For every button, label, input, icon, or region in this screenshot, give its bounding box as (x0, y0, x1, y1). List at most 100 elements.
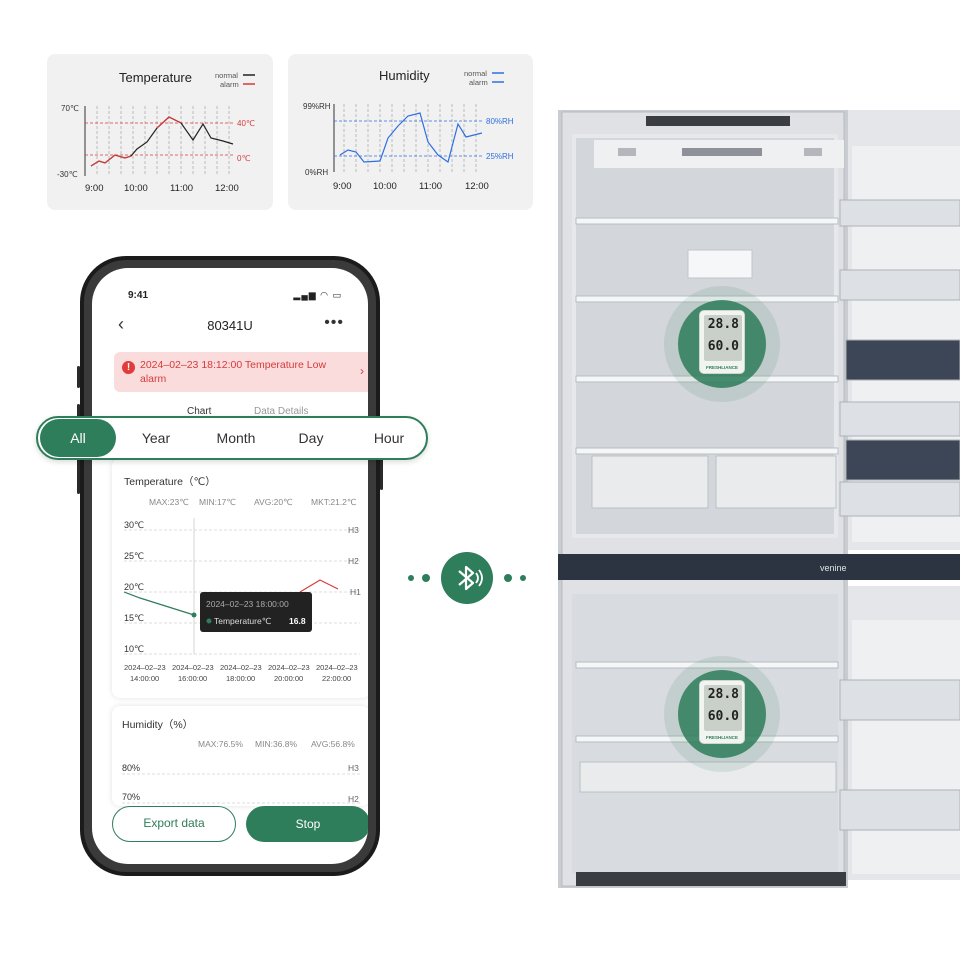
chevron-right-icon: › (360, 364, 364, 378)
time-range-selector: All Year Month Day Hour (36, 416, 428, 460)
more-icon[interactable]: ••• (324, 314, 344, 331)
mini-temp-title: Temperature (119, 70, 192, 85)
mini-temp-y-top: 70℃ (61, 104, 79, 113)
temp-x-date-1: 2024–02–23 (172, 663, 214, 672)
bt-dot-left-outer (408, 575, 414, 581)
mini-hum-x-label-2: 11:00 (419, 181, 442, 192)
sensor-device-bottom: 28.8 60.0 FRESHLIANCE (699, 680, 745, 744)
back-icon[interactable]: ‹ (118, 314, 124, 334)
temp-selected-point[interactable] (191, 612, 197, 618)
hum-y-label-70: 70% (122, 792, 140, 802)
mini-temp-gridlines (96, 106, 230, 176)
temp-y-label-10: 10℃ (124, 644, 144, 654)
mini-temp-legend-normal: normal (215, 71, 238, 80)
bluetooth-icon (441, 552, 493, 604)
fridge-crisper-left (591, 455, 709, 509)
temp-stat-min: MIN:17℃ (199, 497, 236, 507)
temp-stat-mkt: MKT:21.2℃ (311, 497, 357, 507)
temp-y-label-20: 20℃ (124, 582, 144, 592)
sensor-top-lcd: 28.8 60.0 (704, 315, 742, 361)
bluetooth-glyph (458, 565, 483, 591)
mini-temp-alarm-segment-low (90, 154, 132, 167)
mini-hum-legend-alarm: alarm (469, 78, 488, 87)
mini-hum-alarm-low-label: 25%RH (486, 152, 514, 161)
temp-x-time-1: 16:00:00 (178, 674, 207, 683)
sensor-top-hum: 60.0 (707, 339, 739, 354)
stop-button[interactable]: Stop (246, 806, 368, 842)
temp-normal-series (123, 591, 195, 616)
mini-hum-y-bottom: 0%RH (305, 168, 328, 177)
mini-hum-gridlines (343, 104, 477, 172)
mini-hum-legend-normal: normal (464, 69, 487, 78)
phone-mute-switch (77, 366, 80, 388)
export-data-button[interactable]: Export data (112, 806, 236, 842)
alarm-banner[interactable]: ! 2024–02–23 18:12:00 Temperature Low al… (114, 352, 368, 392)
temp-panel-title: Temperature（℃） (124, 476, 216, 488)
mini-hum-title: Humidity (379, 68, 430, 83)
tooltip-label: Temperature℃ (214, 616, 272, 626)
range-option-year[interactable]: Year (141, 430, 171, 446)
sensor-top-temp: 28.8 (707, 317, 739, 332)
alarm-text: 2024–02–23 18:12:00 Temperature Low alar… (140, 359, 327, 385)
fridge-top-display (646, 116, 790, 126)
temp-stat-avg: AVG:20℃ (254, 497, 293, 507)
temp-x-date-4: 2024–02–23 (316, 663, 358, 672)
mini-hum-x-label-3: 12:00 (465, 181, 489, 192)
tooltip-time: 2024–02–23 18:00:00 (206, 599, 289, 609)
temp-stat-max: MAX:23℃ (149, 497, 189, 507)
temp-y-label-25: 25℃ (124, 551, 144, 561)
temp-x-time-2: 18:00:00 (226, 674, 255, 683)
mini-hum-x-label-1: 10:00 (373, 181, 397, 192)
temp-x-date-0: 2024–02–23 (124, 663, 166, 672)
status-time: 9:41 (128, 290, 149, 301)
bt-dot-left-inner (422, 574, 430, 582)
device-title: 80341U (207, 318, 253, 333)
hum-stat-min: MIN:36.8% (255, 739, 297, 749)
hum-threshold-h2: H2 (348, 794, 359, 804)
humidity-chart-svg: Humidity（%） MAX:76.5% MIN:36.8% AVG:56.8… (122, 719, 360, 804)
temp-x-time-3: 20:00:00 (274, 674, 303, 683)
range-option-day[interactable]: Day (298, 430, 324, 446)
tab-chart[interactable]: Chart (187, 406, 212, 417)
mini-temp-x-label-0: 9:00 (85, 183, 104, 194)
hum-panel-title: Humidity（%） (122, 719, 193, 731)
range-option-all[interactable]: All (40, 419, 116, 457)
humidity-mini-chart-svg: Humidity normal alarm 99%RH 0%RH 80%RH 2… (303, 68, 514, 192)
sensor-bottom-hum: 60.0 (707, 709, 739, 724)
hum-threshold-h3: H3 (348, 763, 359, 773)
alarm-warning-icon: ! (122, 361, 135, 374)
mini-hum-y-top: 99%RH (303, 102, 331, 111)
bluetooth-connection (406, 552, 528, 604)
phone-volume-down (77, 454, 80, 494)
mini-temp-legend-alarm: alarm (220, 80, 239, 89)
mini-temp-x-label-1: 10:00 (124, 183, 148, 194)
refrigerator-svg: venine (558, 110, 960, 888)
fridge-base (576, 872, 846, 886)
fridge-label-plate (687, 249, 753, 279)
temperature-mini-chart-svg: Temperature normal alarm 70℃ -30℃ 40℃ 0℃… (57, 70, 255, 194)
hum-y-label-80: 80% (122, 763, 140, 773)
fridge-divider (558, 554, 960, 580)
mini-hum-alarm-high-label: 80%RH (486, 117, 514, 126)
hum-stat-avg: AVG:56.8% (311, 739, 355, 749)
refrigerator-illustration: venine 28.8 60.0 FRESHLI (558, 110, 960, 892)
fridge-brand: venine (820, 563, 847, 573)
sensor-bottom-brand: FRESHLIANCE (705, 735, 738, 740)
temperature-chart-svg: Temperature（℃） MAX:23℃ MIN:17℃ AVG:20℃ M… (123, 476, 361, 683)
mini-temp-y-bottom: -30℃ (57, 170, 78, 179)
range-option-month[interactable]: Month (216, 430, 256, 446)
tab-data-details[interactable]: Data Details (254, 406, 309, 417)
mini-hum-normal-line (339, 112, 483, 163)
temperature-mini-chart: Temperature normal alarm 70℃ -30℃ 40℃ 0℃… (47, 54, 273, 210)
sensor-device-top: 28.8 60.0 FRESHLIANCE (699, 310, 745, 374)
temp-y-label-15: 15℃ (124, 613, 144, 623)
range-option-hour[interactable]: Hour (373, 430, 405, 446)
fridge-door-bins (839, 199, 960, 517)
temp-tooltip (200, 592, 312, 632)
mini-hum-x-label-0: 9:00 (333, 181, 352, 192)
phone-mockup: 9:41 ▂▄▆ ◠ ▭ ‹ 80341U ••• ! 2024–02–23 1… (77, 256, 383, 876)
temp-x-time-4: 22:00:00 (322, 674, 351, 683)
phone-screen: 9:41 ▂▄▆ ◠ ▭ ‹ 80341U ••• ! 2024–02–23 1… (92, 268, 368, 864)
temp-threshold-h1: H1 (350, 587, 361, 597)
tooltip-series-dot (206, 618, 212, 624)
